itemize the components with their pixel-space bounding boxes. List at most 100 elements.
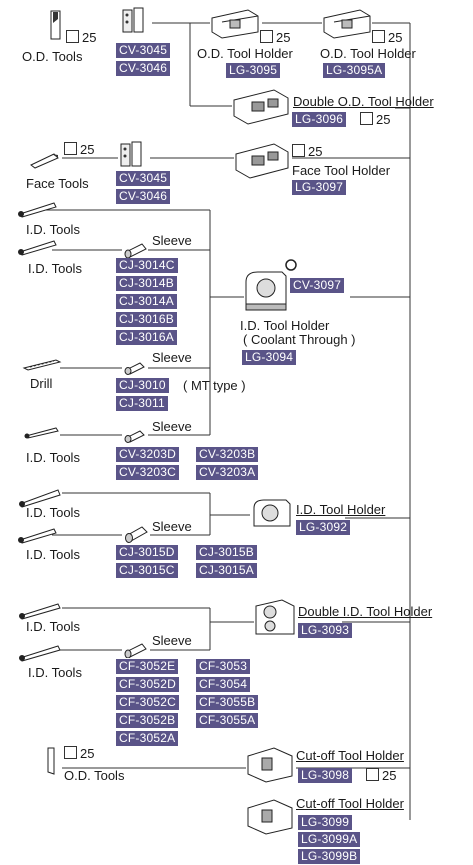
od-tools-label: O.D. Tools: [22, 49, 83, 64]
boring-bar-icon: [18, 202, 57, 218]
cutoff-holder-2-icon: [247, 799, 293, 835]
qty-checkbox: 25: [366, 768, 396, 783]
insert-icon: [122, 7, 144, 33]
code-badge: CF-3055B: [196, 695, 259, 710]
code-badge: LG-3093: [298, 623, 353, 638]
code-badge: CV-3046: [116, 61, 171, 76]
qty-checkbox: 25: [360, 112, 390, 127]
face-holder-label: Face Tool Holder: [292, 163, 391, 178]
id-tools-label: I.D. Tools: [26, 222, 80, 237]
qty-value: 25: [388, 30, 403, 45]
code-badge: LG-3095A: [323, 63, 386, 78]
id-holder-label: I.D. Tool Holder: [296, 502, 386, 517]
od-holder-a-label: O.D. Tool Holder: [320, 46, 416, 61]
code-badge: CJ-3014B: [116, 276, 177, 291]
code-badge: CJ-3010: [116, 378, 169, 393]
code-badge: CF-3052A: [116, 731, 179, 746]
qty-value: 25: [80, 142, 95, 157]
face-tools-label: Face Tools: [26, 176, 89, 191]
sleeve-label: Sleeve: [152, 633, 192, 648]
face-holder-icon: [235, 143, 289, 179]
code-badge: LG-3097: [292, 180, 347, 195]
double-od-holder-icon: [233, 89, 289, 125]
coolant-holder-icon: [245, 271, 287, 311]
drill-icon: [22, 359, 62, 371]
drill-label: Drill: [30, 376, 53, 391]
checkbox-icon: [64, 746, 77, 759]
od-holder-a-icon: [323, 9, 371, 39]
od-holder-label: O.D. Tool Holder: [197, 46, 293, 61]
code-badge: CV-3046: [116, 189, 171, 204]
cutoff-holder-label: Cut-off Tool Holder: [296, 748, 404, 763]
code-badge: CJ-3016A: [116, 330, 177, 345]
code-badge: CF-3052D: [116, 677, 179, 692]
code-badge: CJ-3011: [116, 396, 168, 411]
id-tools-label: I.D. Tools: [28, 261, 82, 276]
code-badge: CV-3097: [290, 278, 345, 293]
code-badge: CV-3203C: [116, 465, 179, 480]
code-badge: CF-3052B: [116, 713, 179, 728]
boring-bar-icon: [18, 528, 57, 544]
code-badge: CJ-3015C: [116, 563, 178, 578]
qty-checkbox: 25: [372, 30, 402, 45]
sleeve-label: Sleeve: [152, 350, 192, 365]
qty-checkbox: 25: [66, 30, 96, 45]
id-holder-icon: [253, 499, 291, 527]
coolant-holder-label: I.D. Tool Holder: [240, 318, 330, 333]
face-tool-icon: [30, 153, 59, 169]
qty-checkbox: 25: [292, 144, 322, 159]
qty-value: 25: [382, 768, 397, 783]
sleeve-icon: [124, 243, 147, 258]
qty-value: 25: [82, 30, 97, 45]
code-badge: CV-3203A: [196, 465, 259, 480]
cutoff-holder-2-label: Cut-off Tool Holder: [296, 796, 404, 811]
code-badge: CV-3203B: [196, 447, 259, 462]
code-badge: LG-3094: [242, 350, 297, 365]
qty-checkbox: 25: [260, 30, 290, 45]
qty-value: 25: [308, 144, 323, 159]
code-badge: CJ-3015A: [196, 563, 257, 578]
sleeve-icon: [125, 526, 148, 543]
od-holder-icon: [211, 9, 259, 39]
sleeve-label: Sleeve: [152, 419, 192, 434]
double-od-holder-label: Double O.D. Tool Holder: [293, 94, 434, 109]
id-tools-label: I.D. Tools: [26, 505, 80, 520]
boring-bar-icon: [18, 240, 57, 256]
code-badge: CJ-3014A: [116, 294, 177, 309]
code-badge: LG-3095: [226, 63, 281, 78]
code-badge: LG-3099B: [298, 849, 361, 864]
code-badge: CJ-3015D: [116, 545, 178, 560]
qty-value: 25: [276, 30, 291, 45]
sleeve-icon: [124, 430, 145, 443]
code-badge: CF-3053: [196, 659, 251, 674]
od-tool-bit-icon: [50, 10, 61, 40]
id-tools-label: I.D. Tools: [28, 665, 82, 680]
sleeve-label: Sleeve: [152, 233, 192, 248]
checkbox-icon: [260, 30, 273, 43]
code-badge: CF-3054: [196, 677, 251, 692]
cutoff-holder-icon: [247, 747, 293, 783]
checkbox-icon: [66, 30, 79, 43]
code-badge: CF-3055A: [196, 713, 259, 728]
sleeve-icon: [124, 643, 147, 658]
boring-bar-icon: [19, 603, 61, 620]
qty-value: 25: [80, 746, 95, 761]
code-badge: CJ-3014C: [116, 258, 178, 273]
code-badge: CV-3203D: [116, 447, 179, 462]
code-badge: LG-3099A: [298, 832, 361, 847]
id-tools-label: I.D. Tools: [26, 547, 80, 562]
id-tools-label: I.D. Tools: [26, 619, 80, 634]
qty-checkbox: 25: [64, 746, 94, 761]
qty-checkbox: 25: [64, 142, 94, 157]
checkbox-icon: [360, 112, 373, 125]
code-badge: CJ-3015B: [196, 545, 257, 560]
checkbox-icon: [372, 30, 385, 43]
code-badge: LG-3098: [298, 768, 353, 783]
code-badge: CV-3045: [116, 43, 171, 58]
code-badge: LG-3096: [292, 112, 347, 127]
code-badge: CF-3052E: [116, 659, 179, 674]
o-ring-icon: [285, 259, 297, 271]
id-tools-label: I.D. Tools: [26, 450, 80, 465]
sleeve-label: Sleeve: [152, 519, 192, 534]
